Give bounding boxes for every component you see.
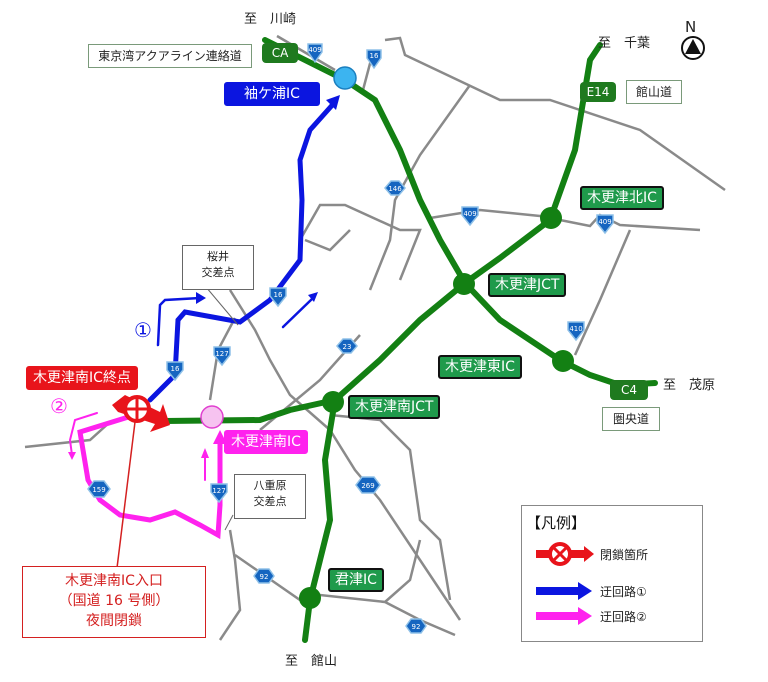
detour-1-arrowheads [196,95,340,304]
detour-route-2 [68,412,223,540]
label-kimitsu-ic: 君津IC [328,568,384,592]
svg-text:127: 127 [215,350,228,358]
destination-chiba: 至 千葉 [598,36,651,51]
legend-item-detour-1: 迂回路① [600,585,647,599]
svg-text:92: 92 [260,573,269,581]
shield-92-left: 92 [253,568,275,584]
expressway-code-c4: C4 [610,380,648,400]
kisarazu-minami-ic-node [200,405,224,429]
legend-title: 【凡例】 [526,514,587,532]
route-shields: 409 16 146 409 409 16 16 127 23 410 127 … [87,43,614,634]
yaehara-leader-line [224,514,234,531]
detour-2-arrowheads [68,430,227,460]
expressway-name-kenodo: 圏央道 [602,407,660,431]
svg-text:159: 159 [92,486,105,494]
closure-note-box: 木更津南IC入口 （国道 16 号側） 夜間閉鎖 [22,566,206,638]
shield-409-top: 409 [307,43,323,64]
shield-127-upper: 127 [213,346,231,367]
map-legend: 【凡例】 閉鎖箇所 迂回路① 迂回路② [521,505,703,642]
shield-16-lower: 16 [166,361,184,382]
legend-symbols [536,542,594,625]
destination-kawasaki: 至 川崎 [244,12,297,27]
sakurai-leader-line [205,286,239,326]
shield-146: 146 [384,180,406,196]
note-sakurai-intersection: 桜井交差点 [182,245,254,290]
svg-text:16: 16 [171,365,180,373]
label-sodegaura-ic: 袖ケ浦IC [224,82,320,106]
detour-1-marker: ① [134,318,152,342]
svg-text:16: 16 [274,291,283,299]
label-kisarazu-kita-ic: 木更津北IC [580,186,664,210]
note-yaehara-intersection: 八重原交差点 [234,474,306,519]
legend-item-closure: 閉鎖箇所 [600,548,649,562]
sodegaura-ic-node [333,66,357,90]
expressway-code-ca: CA [262,43,298,63]
svg-text:410: 410 [569,325,582,333]
svg-text:269: 269 [361,482,374,490]
label-kisarazu-minami-ic-end: 木更津南IC終点 [26,366,138,390]
shield-159: 159 [87,480,111,498]
svg-text:409: 409 [308,46,321,54]
shield-409-right: 409 [596,214,614,235]
closure-leader-line [116,421,136,569]
svg-text:409: 409 [598,218,611,226]
legend-item-detour-2: 迂回路② [600,610,647,624]
expressway-code-e14: E14 [580,82,616,102]
legend-detour-1-arrow [536,582,592,600]
shield-410: 410 [567,321,585,342]
shield-269: 269 [355,476,381,494]
svg-text:23: 23 [343,343,352,351]
destination-tateyama: 至 館山 [285,654,338,669]
svg-text:92: 92 [412,623,421,631]
expressway-name-aqualine: 東京湾アクアライン連絡道 [88,44,252,68]
junction-nodes [299,207,574,609]
shield-16-top: 16 [366,49,382,70]
svg-text:127: 127 [212,487,225,495]
label-kisarazu-minami-jct: 木更津南JCT [348,395,441,419]
destination-mobara: 至 茂原 [663,378,716,393]
shield-23: 23 [336,338,358,354]
compass-icon [681,36,705,60]
legend-detour-2-arrow [536,607,592,625]
detour-route-1 [147,99,338,403]
legend-closure-icon [536,542,594,566]
shield-92-right: 92 [405,618,427,634]
label-kisarazu-jct: 木更津JCT [488,273,567,297]
svg-text:409: 409 [463,210,476,218]
detour-2-marker: ② [50,394,68,418]
label-kisarazu-minami-ic: 木更津南IC [224,430,308,454]
svg-text:146: 146 [388,185,402,193]
expressway-name-tateyama: 館山道 [626,80,682,104]
shield-16-sakurai: 16 [269,287,287,308]
compass-label: N [685,18,697,36]
closure-marker [112,395,170,432]
shield-409-mid: 409 [461,206,479,227]
svg-text:16: 16 [370,52,379,60]
shield-127-lower: 127 [210,483,228,504]
label-kisarazu-higashi-ic: 木更津東IC [438,355,522,379]
